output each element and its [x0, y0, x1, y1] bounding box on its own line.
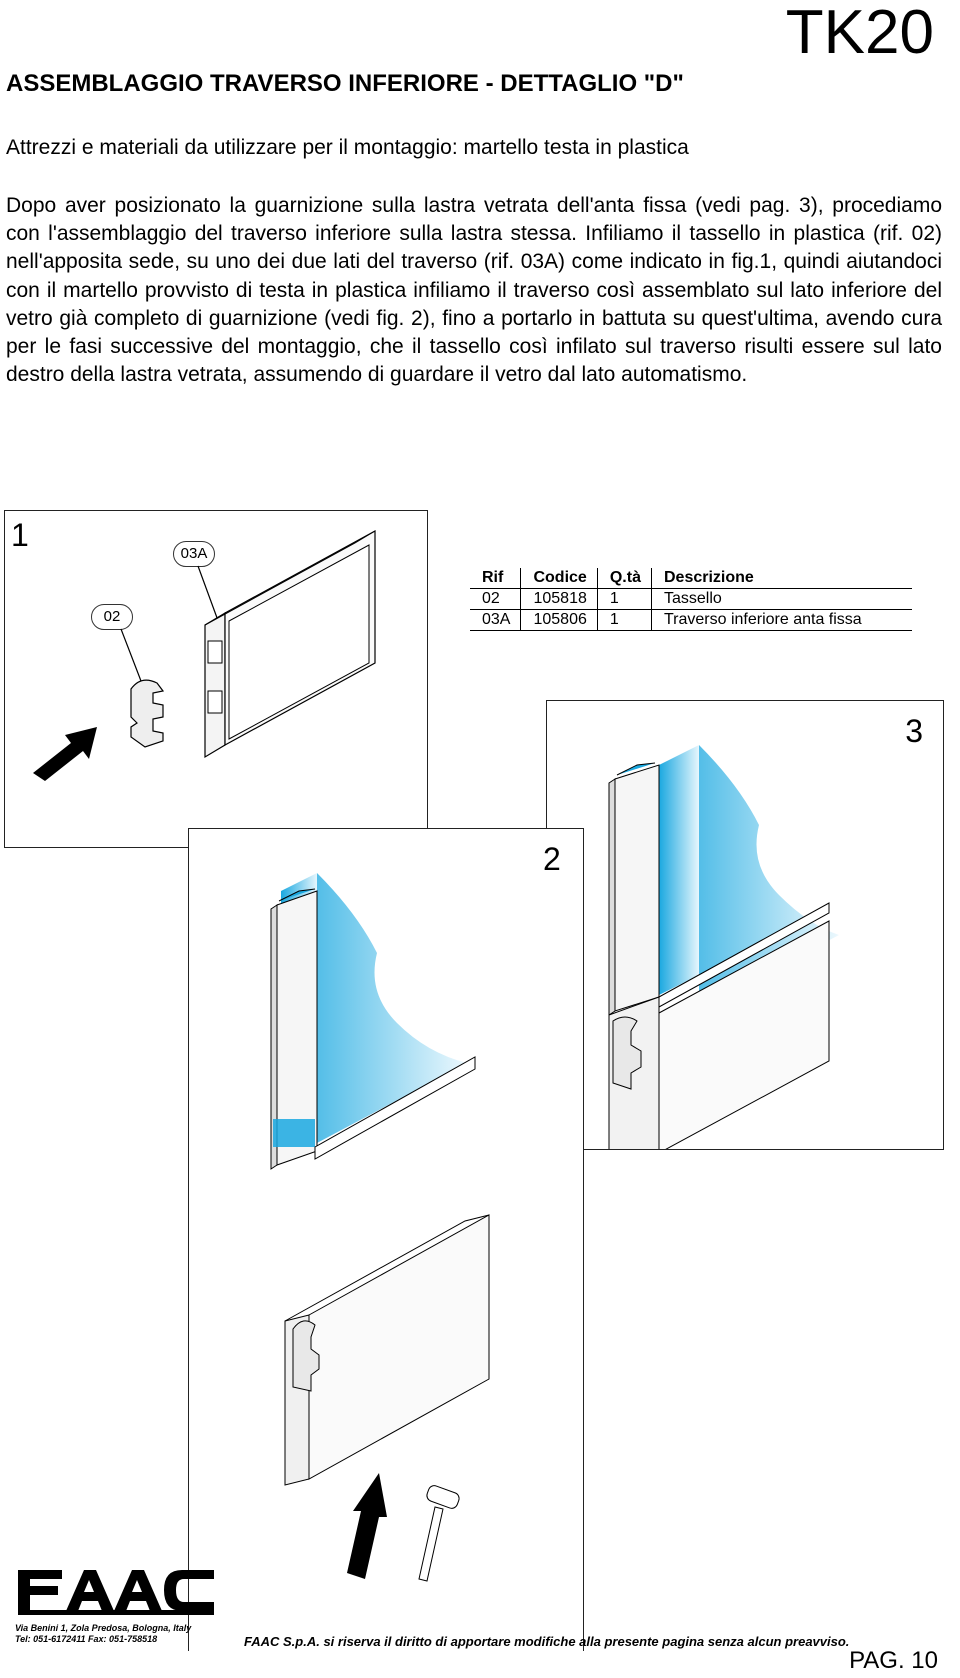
cell-rif: 03A: [470, 609, 521, 631]
callout-03a: 03A: [173, 541, 215, 567]
callout-02: 02: [91, 604, 133, 630]
col-codice: Codice: [520, 568, 598, 589]
figure-3: 3: [546, 700, 944, 1150]
page-title: ASSEMBLAGGIO TRAVERSO INFERIORE - DETTAG…: [6, 70, 684, 97]
figure-2: 2: [188, 828, 584, 1651]
figure-2-number: 2: [543, 841, 561, 877]
col-rif: Rif: [470, 568, 521, 589]
table-header-row: Rif Codice Q.tà Descrizione: [470, 568, 912, 589]
cell-qta: 1: [596, 609, 652, 631]
figure-1: 1 02 03A: [4, 510, 428, 848]
logo-address-line-2: Tel: 051-6172411 Fax: 051-758518: [15, 1634, 158, 1644]
figure-2-drawing: [270, 873, 490, 1582]
figure-1-drawing: [33, 529, 376, 781]
document-code: TK20: [785, 0, 934, 67]
page-number: PAG. 10: [849, 1647, 938, 1674]
col-qta: Q.tà: [596, 568, 652, 589]
table-row: 02 105818 1 Tassello: [470, 588, 912, 610]
footer-note: FAAC S.p.A. si riserva il diritto di app…: [244, 1634, 850, 1649]
cell-descrizione: Tassello: [650, 588, 912, 610]
figure-3-drawing: [608, 745, 839, 1149]
faac-logo-mark: [18, 1570, 214, 1615]
figure-1-number: 1: [11, 517, 29, 553]
cell-descrizione: Traverso inferiore anta fissa: [650, 609, 912, 631]
cell-codice: 105818: [520, 588, 598, 610]
logo-address-line-1: Via Benini 1, Zola Predosa, Bologna, Ita…: [15, 1623, 192, 1633]
faac-logo: [14, 1566, 224, 1622]
parts-table: Rif Codice Q.tà Descrizione 02 105818 1 …: [470, 568, 912, 631]
tools-line: Attrezzi e materiali da utilizzare per i…: [6, 136, 689, 159]
col-descrizione: Descrizione: [650, 568, 912, 589]
cell-qta: 1: [596, 588, 652, 610]
table-row: 03A 105806 1 Traverso inferiore anta fis…: [470, 609, 912, 631]
figure-3-number: 3: [905, 713, 923, 749]
cell-rif: 02: [470, 588, 521, 610]
cell-codice: 105806: [520, 609, 598, 631]
logo-address: Via Benini 1, Zola Predosa, Bologna, Ita…: [15, 1623, 191, 1645]
body-paragraph: Dopo aver posizionato la guarnizione sul…: [6, 194, 942, 387]
